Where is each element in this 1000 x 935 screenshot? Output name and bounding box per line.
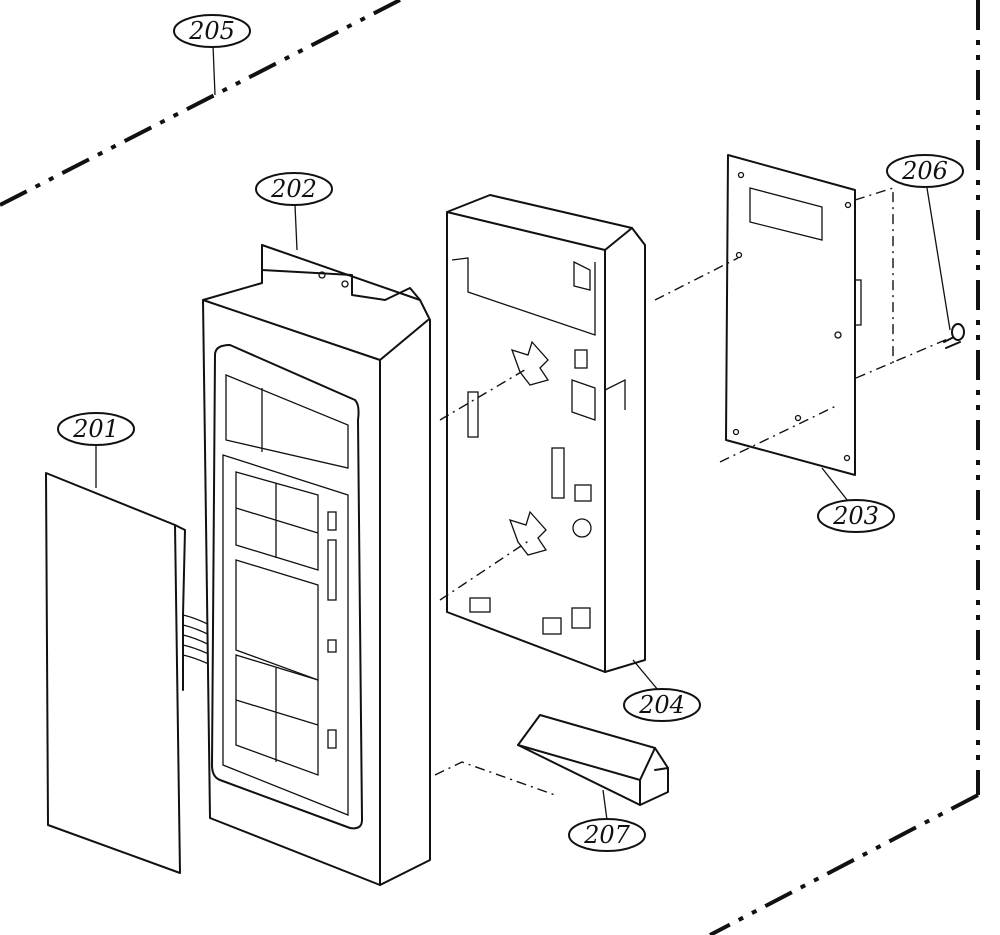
part-206-screw: [943, 323, 965, 349]
callout-203-label: 203: [832, 502, 879, 530]
assembly-lines: [434, 187, 951, 796]
callout-207-label: 207: [583, 821, 631, 849]
leader-lines: [95, 44, 951, 821]
callout-206-label: 206: [901, 157, 948, 185]
callout-202-label: 202: [270, 175, 317, 203]
part-204-bracket: [446, 194, 646, 673]
part-201-membrane-sheet: [45, 472, 236, 874]
callout-204-label: 204: [638, 691, 685, 719]
callout-201: 201: [57, 412, 135, 446]
callout-207: 207: [568, 818, 646, 852]
callout-205-label: 205: [188, 17, 235, 45]
callout-202: 202: [255, 172, 333, 206]
callout-203: 203: [817, 499, 895, 533]
part-203-pcb: [725, 154, 862, 476]
callout-204: 204: [623, 688, 701, 722]
callout-201-label: 201: [72, 415, 119, 443]
part-202-control-panel-frame: [202, 244, 431, 886]
part-207-clip: [517, 714, 669, 806]
callout-206: 206: [886, 154, 964, 188]
callout-205: 205: [173, 14, 251, 48]
